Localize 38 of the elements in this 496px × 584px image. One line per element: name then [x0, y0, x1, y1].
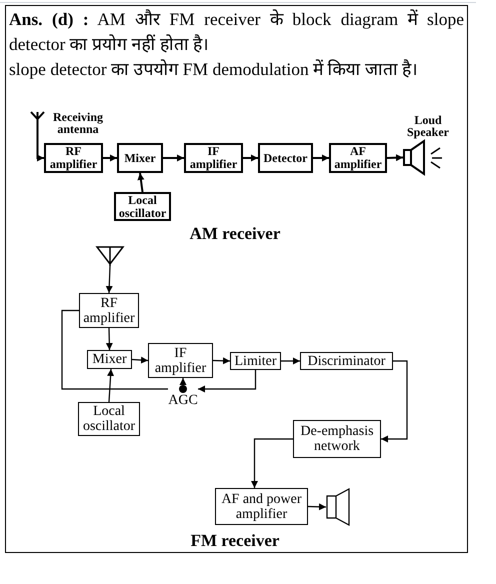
- arrow: [36, 125, 44, 162]
- block-box: IF amplifier: [184, 143, 243, 173]
- arrow: [381, 360, 408, 442]
- arrow: [198, 370, 256, 392]
- block-box: Mixer: [117, 143, 163, 173]
- arrow: [386, 154, 404, 162]
- diagram-caption: FM receiver: [190, 531, 280, 551]
- block-box: Detector: [258, 143, 313, 173]
- arrow: [163, 154, 184, 162]
- symbol-label: Receiving antenna: [52, 111, 104, 135]
- arrow: [106, 266, 113, 294]
- arrow: [180, 378, 186, 385]
- block-box: IF amplifier: [148, 343, 213, 378]
- arrow: [308, 503, 326, 510]
- symbol-label: Loud Speaker: [406, 114, 450, 138]
- block-box: RF amplifier: [79, 293, 139, 328]
- agc-label: AGC: [168, 393, 198, 408]
- arrow: [132, 356, 148, 364]
- block-box: Discriminator: [300, 352, 393, 370]
- block-box: Local oscillator: [114, 192, 171, 221]
- arrow: [243, 154, 258, 162]
- arrow: [212, 357, 230, 364]
- arrow: [281, 358, 300, 364]
- arrow: [106, 328, 113, 350]
- block-box: Limiter: [230, 352, 281, 370]
- diagram-caption: AM receiver: [188, 224, 282, 244]
- block-box: RF amplifier: [44, 143, 103, 173]
- block-box: AF amplifier: [329, 143, 387, 173]
- block-box: De-emphasis network: [293, 420, 381, 458]
- block-box: Mixer: [87, 350, 132, 369]
- arrow: [137, 172, 144, 192]
- block-box: Local oscillator: [78, 402, 140, 436]
- arrow: [313, 154, 329, 162]
- arrow: [251, 438, 293, 488]
- block-box: AF and power amplifier: [215, 488, 308, 525]
- arrow: [103, 154, 117, 162]
- answer-text: slope detector का उपयोग FM demodulation में किया जाता है।: [9, 58, 420, 81]
- arrow: [107, 368, 114, 402]
